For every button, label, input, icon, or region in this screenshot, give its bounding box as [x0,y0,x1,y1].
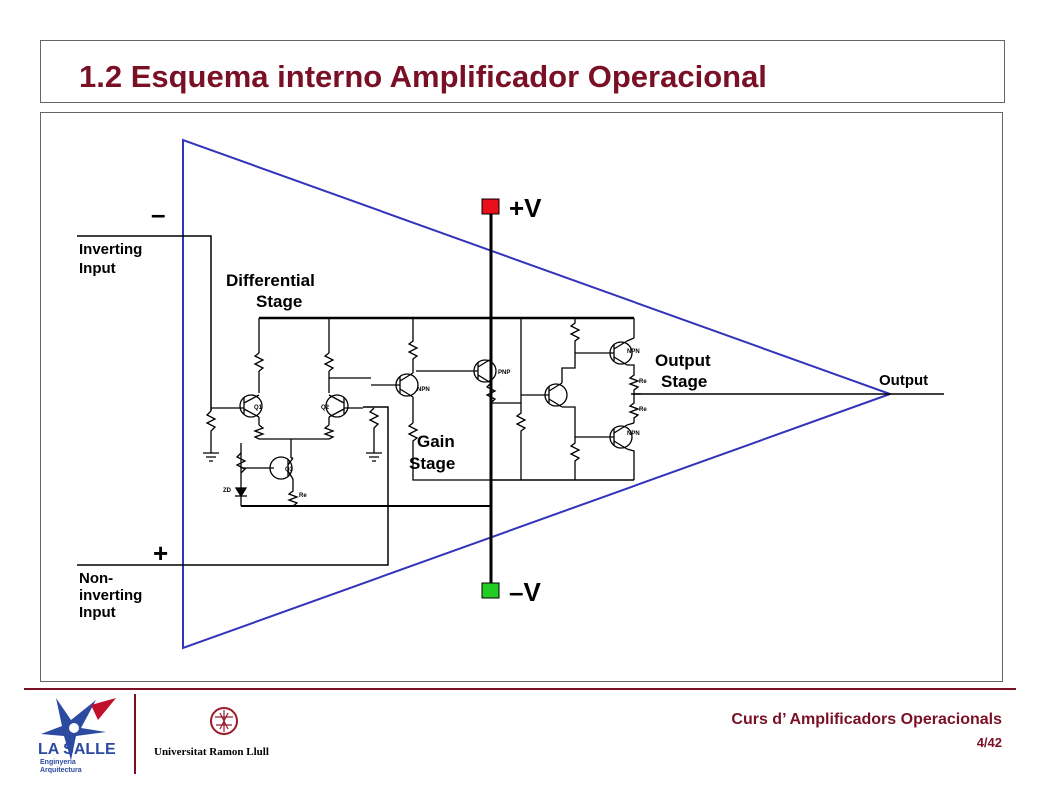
npn-label-bottom: NPN [627,431,640,437]
re-label-top: Re [639,379,647,385]
differential-stage-label-2: Stage [256,292,302,311]
op-amp-diagram: – Inverting Input + Non- inverting Input… [40,112,1003,682]
slide-title: 1.2 Esquema interno Amplificador Operaci… [79,59,767,94]
gain-stage-circuit [371,318,521,481]
la-salle-logo-text: LA SALLE [38,741,116,758]
op-amp-triangle [182,138,893,650]
positive-supply-label: +V [509,193,542,223]
q3-label: Q3 [285,467,294,473]
la-salle-logo-subtext-2: Arquitectura [40,767,82,774]
non-inverting-input-wire [77,406,389,566]
npn-label-top: NPN [627,349,640,355]
inverting-input-wire [77,235,212,411]
output-stage-circuit [515,318,641,480]
la-salle-logo: LA SALLE Enginyeria Arquitectura [38,698,116,774]
op-amp-schematic: – Inverting Input + Non- inverting Input… [77,138,944,650]
gain-stage-label-2: Stage [409,454,455,473]
university-name: Universitat Ramon Llull [154,746,269,758]
q2-label: Q2 [321,405,330,411]
la-salle-logo-subtext-1: Enginyeria [40,759,76,766]
course-name: Curs d’ Amplificadors Operacionals [731,711,1002,728]
footer-rule [24,688,1016,690]
non-inverting-input-label-3: Input [79,604,116,621]
inverting-input-label-1: Inverting [79,241,142,258]
differential-stage-circuit [203,318,382,507]
non-inverting-input-label-1: Non- [79,570,113,587]
q1-label: Q1 [254,405,263,411]
output-stage-label-2: Stage [661,372,707,391]
non-inverting-input-label-2: inverting [79,587,142,604]
title-box: 1.2 Esquema interno Amplificador Operaci… [40,40,1005,103]
output-label: Output [879,372,928,389]
negative-supply-label: –V [509,577,541,607]
inverting-sign: – [151,199,165,229]
re-label: Re [299,493,307,499]
differential-stage-label-1: Differential [226,271,315,290]
pnp-label: PNP [498,370,510,376]
page-number: 4/42 [976,735,1002,750]
output-stage-label-1: Output [655,351,711,370]
non-inverting-sign: + [153,538,168,568]
gain-stage-label-1: Gain [417,432,455,451]
positive-supply-terminal [481,198,500,215]
npn-label-gain: NPN [417,387,430,393]
negative-supply-terminal [481,582,500,599]
footer-divider [134,694,136,774]
zener-label: ZD [223,488,232,494]
inverting-input-label-2: Input [79,260,116,277]
re-label-bottom: Re [639,407,647,413]
url-logo: Universitat Ramon Llull [154,707,269,758]
